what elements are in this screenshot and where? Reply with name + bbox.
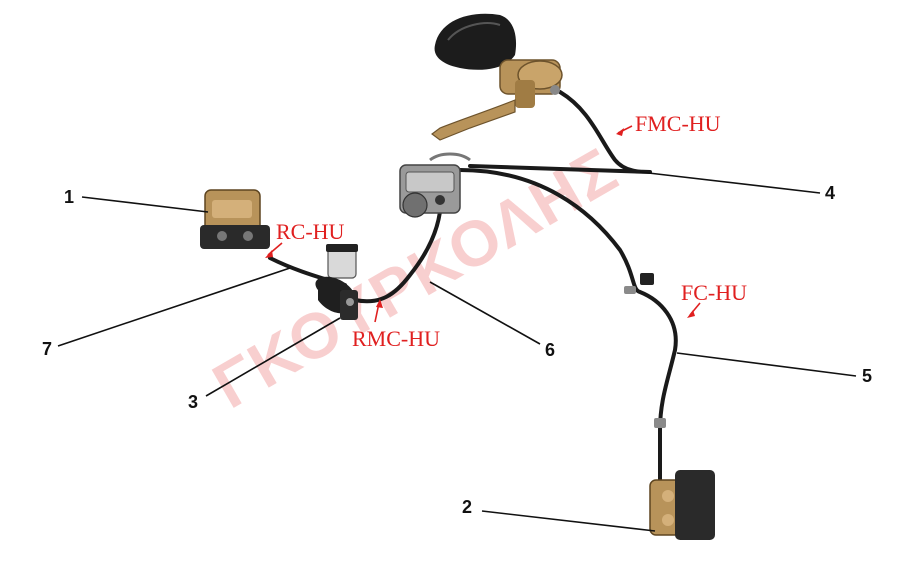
part-number-4: 4 — [825, 183, 835, 203]
leader-1 — [81, 196, 209, 213]
label-rc-hu: RC-HU — [276, 219, 345, 244]
leader-6 — [429, 281, 541, 345]
part-number-7: 7 — [42, 339, 52, 359]
arrow-fmc-hu — [616, 125, 633, 136]
part-number-3: 3 — [188, 392, 198, 412]
leader-3 — [205, 317, 341, 397]
rear-brake-caliper — [200, 189, 270, 249]
part-number-5: 5 — [862, 366, 872, 386]
front-master-cylinder — [431, 59, 563, 141]
hose-joint-front — [624, 273, 666, 428]
hose-fc-hu — [458, 168, 678, 502]
part-number-2: 2 — [462, 497, 472, 517]
rear-master-cylinder — [315, 244, 358, 320]
arrow-rmc-hu — [374, 299, 383, 323]
front-brake-caliper — [649, 470, 715, 540]
part-number-1: 1 — [64, 187, 74, 207]
leader-7 — [57, 267, 291, 347]
leader-5 — [676, 352, 857, 377]
label-fc-hu: FC-HU — [681, 280, 747, 305]
part-number-6: 6 — [545, 340, 555, 360]
handlebar-grip — [434, 13, 517, 70]
arrow-rc-hu — [265, 242, 283, 258]
leader-2 — [481, 510, 656, 532]
label-rmc-hu: RMC-HU — [352, 326, 440, 351]
label-fmc-hu: FMC-HU — [635, 111, 721, 136]
hydraulic-unit — [399, 152, 471, 218]
arrow-fc-hu — [687, 302, 701, 318]
leader-4 — [639, 171, 821, 194]
